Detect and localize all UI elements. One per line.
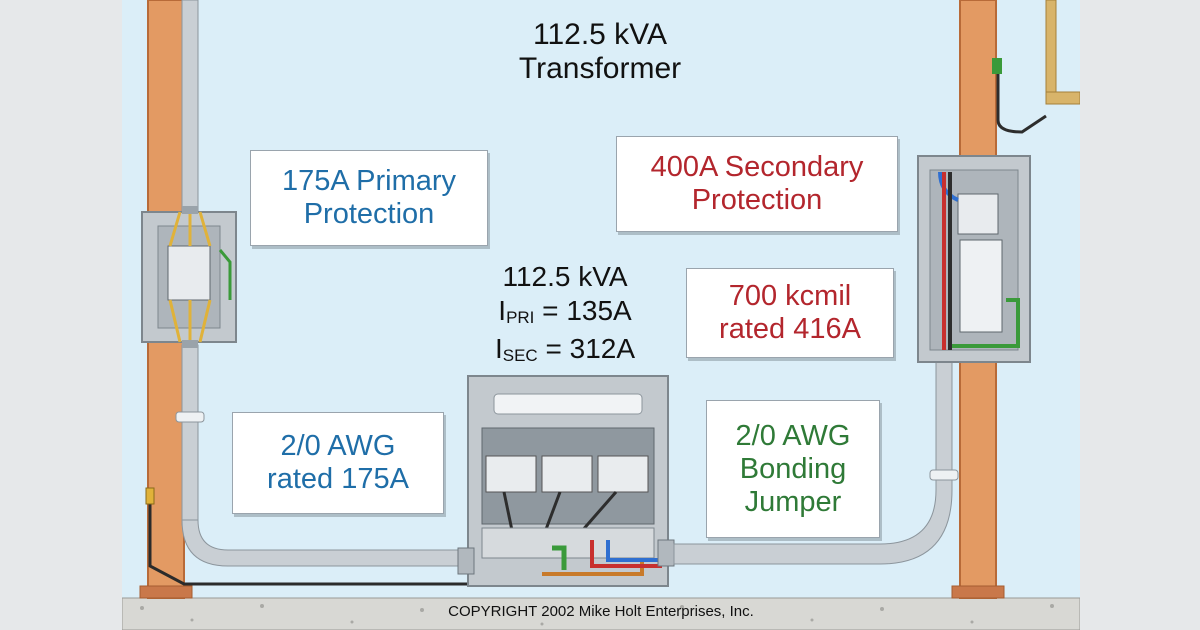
ground-texture bbox=[140, 604, 1054, 626]
service-pipe bbox=[1045, 0, 1057, 97]
transformer-terminal-block bbox=[481, 527, 655, 559]
ground-slab bbox=[122, 597, 1080, 630]
secondary-conductor-callout: 700 kcmil rated 416A bbox=[686, 268, 894, 358]
primary-conduit-lower bbox=[181, 344, 199, 526]
primary-conduit-upper bbox=[181, 0, 199, 213]
primary-protection-callout: 175A Primary Protection bbox=[250, 150, 488, 246]
primary-conduit-strap bbox=[175, 411, 205, 423]
transformer-vent bbox=[493, 393, 643, 415]
kva-rating: 112.5 kVA bbox=[502, 261, 628, 292]
bonding-jumper-callout: 2/0 AWG Bonding Jumper bbox=[706, 400, 880, 538]
left-pole-footing bbox=[139, 585, 193, 599]
primary-current: IPRI = 135A bbox=[498, 295, 632, 327]
copyright-notice: COPYRIGHT 2002 Mike Holt Enterprises, In… bbox=[448, 603, 754, 620]
secondary-current: ISEC = 312A bbox=[494, 333, 636, 365]
secondary-breaker bbox=[957, 193, 999, 235]
transformer-coils bbox=[485, 455, 649, 493]
diagram-panel bbox=[122, 0, 1080, 630]
secondary-conduit-strap bbox=[929, 469, 959, 481]
secondary-conduit bbox=[673, 359, 953, 565]
secondary-panel-interior bbox=[959, 239, 1003, 333]
secondary-protection-callout: 400A Secondary Protection bbox=[616, 136, 898, 232]
primary-breaker bbox=[167, 245, 211, 301]
primary-conduit-elbow bbox=[181, 519, 463, 567]
primary-conductor-callout: 2/0 AWG rated 175A bbox=[232, 412, 444, 514]
grounding-electrode-conductor bbox=[148, 500, 582, 586]
right-pole-footing bbox=[951, 585, 1005, 599]
transformer-title: 112.5 kVA Transformer bbox=[518, 18, 682, 85]
diagram-drawing bbox=[122, 0, 1080, 630]
transformer-ratings: 112.5 kVA IPRI = 135A ISEC = 312A bbox=[470, 260, 660, 370]
